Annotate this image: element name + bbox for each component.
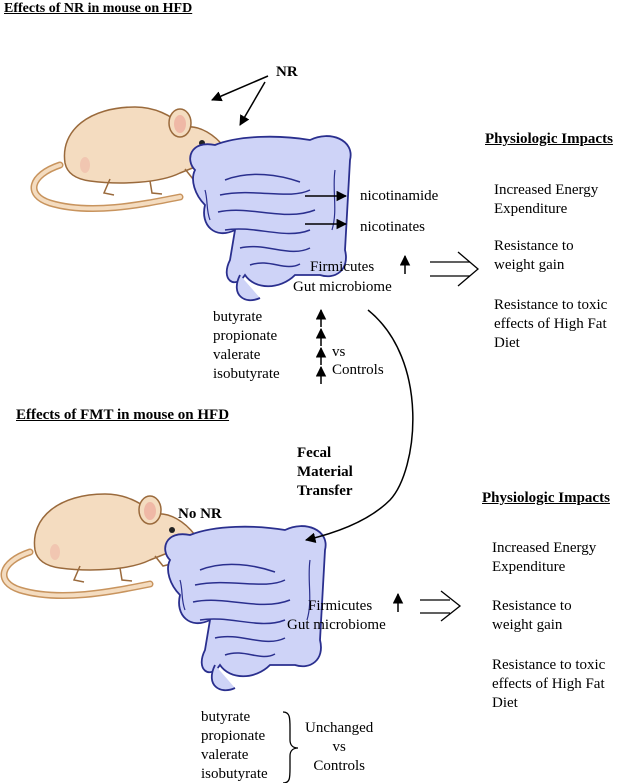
scfa-list-top: butyrate propionate valerate isobutyrate — [213, 308, 280, 384]
gut-microbiome-label-bottom: Gut microbiome — [287, 617, 386, 633]
implies-arrow-bottom — [420, 590, 462, 622]
impact-weight-top: Resistance to weight gain — [494, 238, 574, 273]
impact-energy-top: Increased Energy Expenditure — [494, 182, 599, 217]
impact-toxic-bottom: Resistance to toxic effects of High Fat … — [492, 657, 606, 711]
scfa-item: butyrate — [201, 709, 251, 725]
implies-arrow-top — [430, 251, 480, 287]
impact-toxic-top: Resistance to toxic effects of High Fat … — [494, 297, 608, 351]
unchanged-vs-controls: Unchanged vs Controls — [305, 720, 374, 774]
scfa-item: isobutyrate — [201, 766, 268, 782]
nicotinamide-label: nicotinamide — [360, 188, 439, 204]
scfa-item: valerate — [201, 747, 249, 763]
gut-microbiome-label-top: Gut microbiome — [293, 279, 392, 295]
fecal-transfer-label: Fecal Material Transfer — [297, 445, 353, 499]
nicotinates-label: nicotinates — [360, 219, 425, 235]
scfa-item: butyrate — [213, 309, 263, 325]
scfa-item: valerate — [213, 347, 261, 363]
intestine-bottom-illustration — [164, 525, 327, 692]
firmicutes-label-bottom: Firmicutes — [308, 598, 373, 614]
title-nr: Effects of NR in mouse on HFD — [4, 1, 193, 16]
title-fmt: Effects of FMT in mouse on HFD — [16, 407, 230, 423]
nr-arrow-to-mouse — [211, 75, 269, 102]
nr-label: NR — [276, 64, 298, 80]
scfa-item: propionate — [213, 328, 278, 344]
controls-label-top: Controls — [332, 362, 384, 378]
impact-weight-bottom: Resistance to weight gain — [492, 598, 572, 633]
vs-label-top: vs — [332, 344, 346, 360]
impact-energy-bottom: Increased Energy Expenditure — [492, 540, 597, 575]
unchanged-brace — [282, 711, 299, 783]
scfa-item: isobutyrate — [213, 366, 280, 382]
nr-arrow-to-gut — [239, 81, 266, 126]
firmicutes-label-top: Firmicutes — [310, 259, 375, 275]
scfa-item: propionate — [201, 728, 266, 744]
no-nr-label: No NR — [178, 506, 222, 522]
physiologic-impacts-heading-bottom: Physiologic Impacts — [482, 490, 610, 506]
scfa-list-bottom: butyrate propionate valerate isobutyrate — [201, 708, 268, 783]
physiologic-impacts-heading-top: Physiologic Impacts — [485, 131, 613, 147]
fecal-transfer-arrow — [304, 309, 414, 543]
